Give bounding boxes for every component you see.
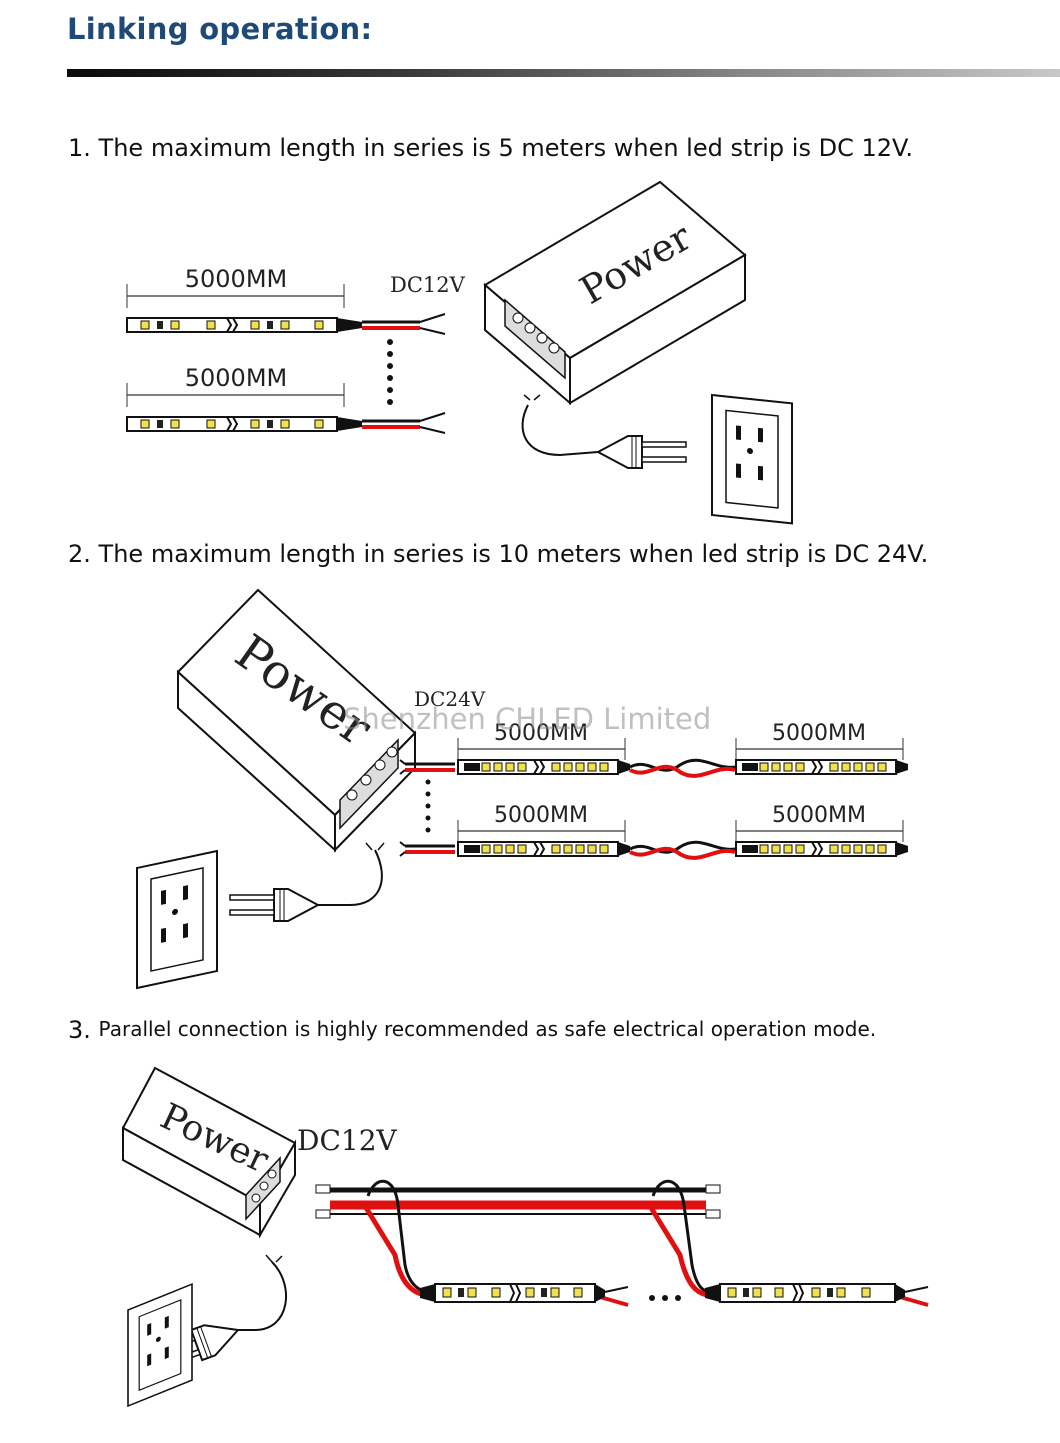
led-strip	[705, 1283, 905, 1303]
power-supply: Power	[176, 588, 417, 853]
wall-outlet	[127, 1283, 193, 1407]
dimension-5000mm: 5000MM	[735, 721, 904, 760]
step-3: 3. Parallel connection is highly recomme…	[68, 1016, 876, 1044]
length-label: 5000MM	[185, 265, 288, 293]
voltage-label: DC24V	[414, 687, 486, 711]
diagram-3: Power DC12V	[121, 1066, 929, 1407]
led-strip	[735, 759, 909, 775]
dimension-5000mm: 5000MM	[735, 803, 904, 842]
dimension-5000mm-top: 5000MM	[126, 265, 345, 308]
diagram-1: 5000MM 5000MM DC12V	[126, 180, 794, 525]
step-1-number: 1.	[68, 134, 91, 162]
dimension-5000mm: 5000MM	[457, 721, 626, 760]
step-1-text: The maximum length in series is 5 meters…	[98, 134, 913, 162]
led-strip	[735, 841, 909, 857]
dimension-5000mm: 5000MM	[457, 803, 626, 842]
led-strip	[420, 1283, 605, 1303]
wall-outlet	[710, 393, 794, 525]
step-3-text: Parallel connection is highly recommende…	[98, 1017, 877, 1041]
title-divider	[67, 69, 1060, 77]
led-strip	[457, 841, 631, 857]
watermark: Shenzhen CHLED Limited	[343, 702, 712, 736]
led-strip	[126, 317, 363, 333]
wires	[399, 758, 736, 860]
length-label: 5000MM	[772, 721, 866, 746]
dimension-5000mm-bottom: 5000MM	[126, 364, 345, 407]
page-title: Linking operation:	[67, 12, 373, 46]
step-2-number: 2.	[68, 540, 91, 568]
led-strip	[126, 416, 363, 432]
power-plug	[229, 888, 319, 922]
diagram-2: Power DC24V 5000MM 5000MM 5000MM 5000MM	[135, 588, 909, 990]
power-supply: Power	[121, 1066, 297, 1239]
length-label: 5000MM	[494, 803, 588, 828]
step-2-text: The maximum length in series is 10 meter…	[98, 540, 929, 568]
step-1: 1. The maximum length in series is 5 met…	[68, 134, 913, 162]
step-3-number: 3.	[68, 1016, 91, 1044]
power-plug	[597, 435, 687, 469]
length-label: 5000MM	[185, 364, 288, 392]
wires	[362, 313, 446, 434]
length-label: 5000MM	[772, 803, 866, 828]
step-2: 2. The maximum length in series is 10 me…	[68, 540, 928, 568]
voltage-label: DC12V	[297, 1124, 398, 1157]
wall-outlet	[135, 849, 219, 990]
voltage-label: DC12V	[390, 273, 466, 297]
power-supply: Power	[483, 180, 747, 406]
led-strip	[457, 759, 631, 775]
length-label: 5000MM	[494, 721, 588, 746]
